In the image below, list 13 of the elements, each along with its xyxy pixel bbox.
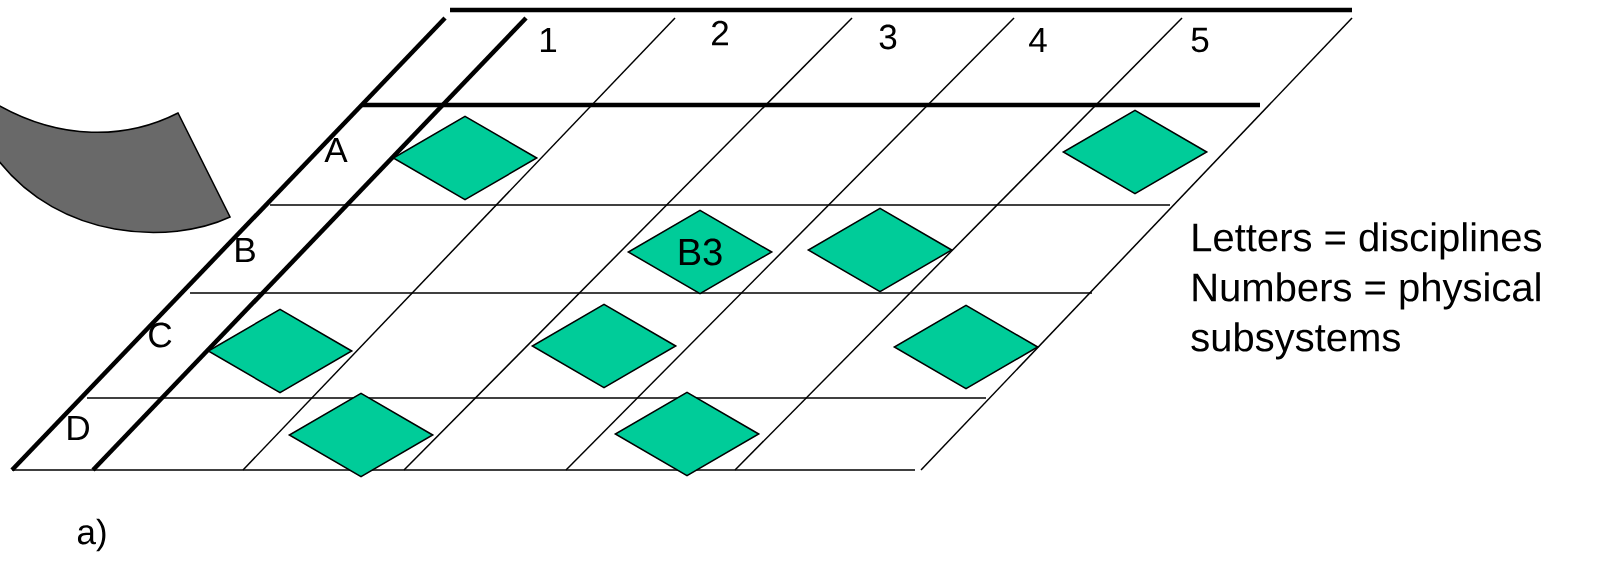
- curved-band: [0, 104, 231, 234]
- column-number: 5: [1191, 27, 1209, 53]
- column-number: 1: [540, 27, 557, 53]
- row-letter: B: [236, 237, 255, 263]
- panel-label: a): [77, 518, 106, 552]
- legend-note: Numbers = physical subsystems: [1191, 272, 1540, 360]
- row-letter: A: [324, 137, 348, 163]
- legend-note: Letters = disciplines: [1193, 222, 1542, 260]
- column-number: 2: [712, 20, 728, 46]
- row-letter: D: [68, 415, 89, 441]
- column-number: 3: [879, 24, 897, 50]
- column-number: 4: [1029, 27, 1047, 53]
- row-letter: C: [149, 322, 172, 348]
